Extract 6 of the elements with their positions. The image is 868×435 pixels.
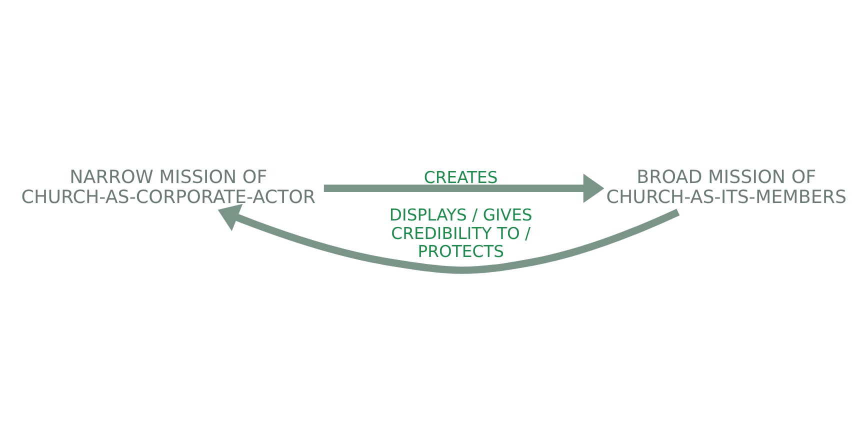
arrow xyxy=(324,174,604,203)
node-text: BROAD MISSION OF CHURCH-AS-ITS-MEMBERS xyxy=(606,166,847,208)
edge-label: CREATES xyxy=(424,168,498,188)
node-text: NARROW MISSION OF CHURCH-AS-CORPORATE-ACTOR xyxy=(21,166,316,208)
arrow xyxy=(218,204,680,274)
edge-label: DISPLAYS / GIVES CREDIBILITY TO / PROTECTS xyxy=(389,206,532,262)
